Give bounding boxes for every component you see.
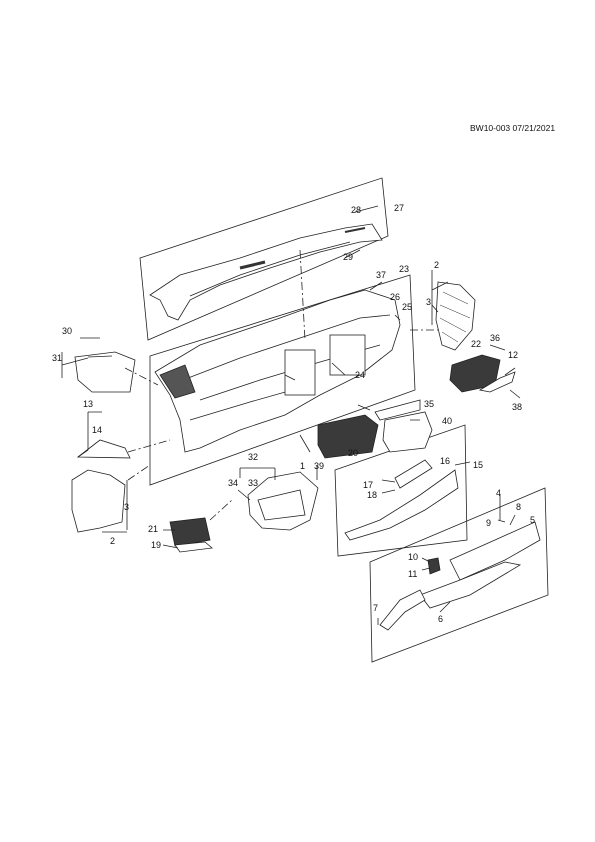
- callout-4: 4: [496, 488, 502, 498]
- callout-3b: 3: [124, 502, 130, 512]
- callout-14: 14: [92, 425, 103, 435]
- callout-2a: 2: [434, 260, 440, 270]
- callout-26: 26: [390, 292, 401, 302]
- left-side-trim: [76, 439, 131, 459]
- callout-17: 17: [363, 480, 374, 490]
- callout-6: 6: [438, 614, 444, 624]
- callout-24: 24: [355, 370, 366, 380]
- callout-7: 7: [373, 603, 379, 613]
- callout-35: 35: [424, 399, 435, 409]
- glovebox-side-trim: [379, 589, 426, 631]
- left-end-panel: [74, 351, 136, 393]
- callout-21: 21: [148, 524, 159, 534]
- callout-19: 19: [151, 540, 162, 550]
- callout-8: 8: [516, 502, 522, 512]
- right-vent-trim: [478, 371, 516, 393]
- callout-25: 25: [402, 302, 413, 312]
- callout-12: 12: [508, 350, 519, 360]
- left-vent-trim: [174, 541, 213, 553]
- callout-32: 32: [248, 452, 259, 462]
- callout-36: 36: [490, 333, 501, 343]
- callout-1: 1: [300, 461, 306, 471]
- callout-31: 31: [52, 353, 63, 363]
- callout-33: 33: [248, 478, 259, 488]
- callout-10: 10: [408, 552, 419, 562]
- callout-28: 28: [351, 205, 362, 215]
- callout-5: 5: [530, 515, 536, 525]
- callout-18: 18: [367, 490, 378, 500]
- callout-22: 22: [471, 339, 482, 349]
- callout-16: 16: [440, 456, 451, 466]
- callout-9: 9: [486, 518, 492, 528]
- callout-15: 15: [473, 460, 484, 470]
- center-vent: [317, 414, 379, 459]
- callout-34: 34: [228, 478, 239, 488]
- callout-13: 13: [83, 399, 94, 409]
- callout-40: 40: [442, 416, 453, 426]
- box-upper-trim: [139, 177, 389, 341]
- callout-3a: 3: [426, 297, 432, 307]
- callout-30: 30: [62, 326, 73, 336]
- callout-23: 23: [399, 264, 410, 274]
- callout-39: 39: [314, 461, 325, 471]
- callout-29: 29: [343, 252, 354, 262]
- callout-37: 37: [376, 270, 387, 280]
- callout-2b: 2: [110, 536, 116, 546]
- callout-38: 38: [512, 402, 523, 412]
- center-trim-35: [374, 399, 421, 421]
- display-40: [382, 411, 433, 453]
- upper-trim-panel: [149, 223, 383, 321]
- right-end-cap: [435, 281, 476, 351]
- drawing-code: BW10-003 07/21/2021: [470, 123, 556, 133]
- callout-20: 20: [348, 448, 359, 458]
- callout-27: 27: [394, 203, 405, 213]
- right-trim-strip: [344, 469, 459, 541]
- left-tall-trim: [71, 469, 126, 533]
- box-glovebox: [369, 487, 549, 663]
- callout-11: 11: [408, 569, 418, 579]
- left-vent: [169, 517, 211, 547]
